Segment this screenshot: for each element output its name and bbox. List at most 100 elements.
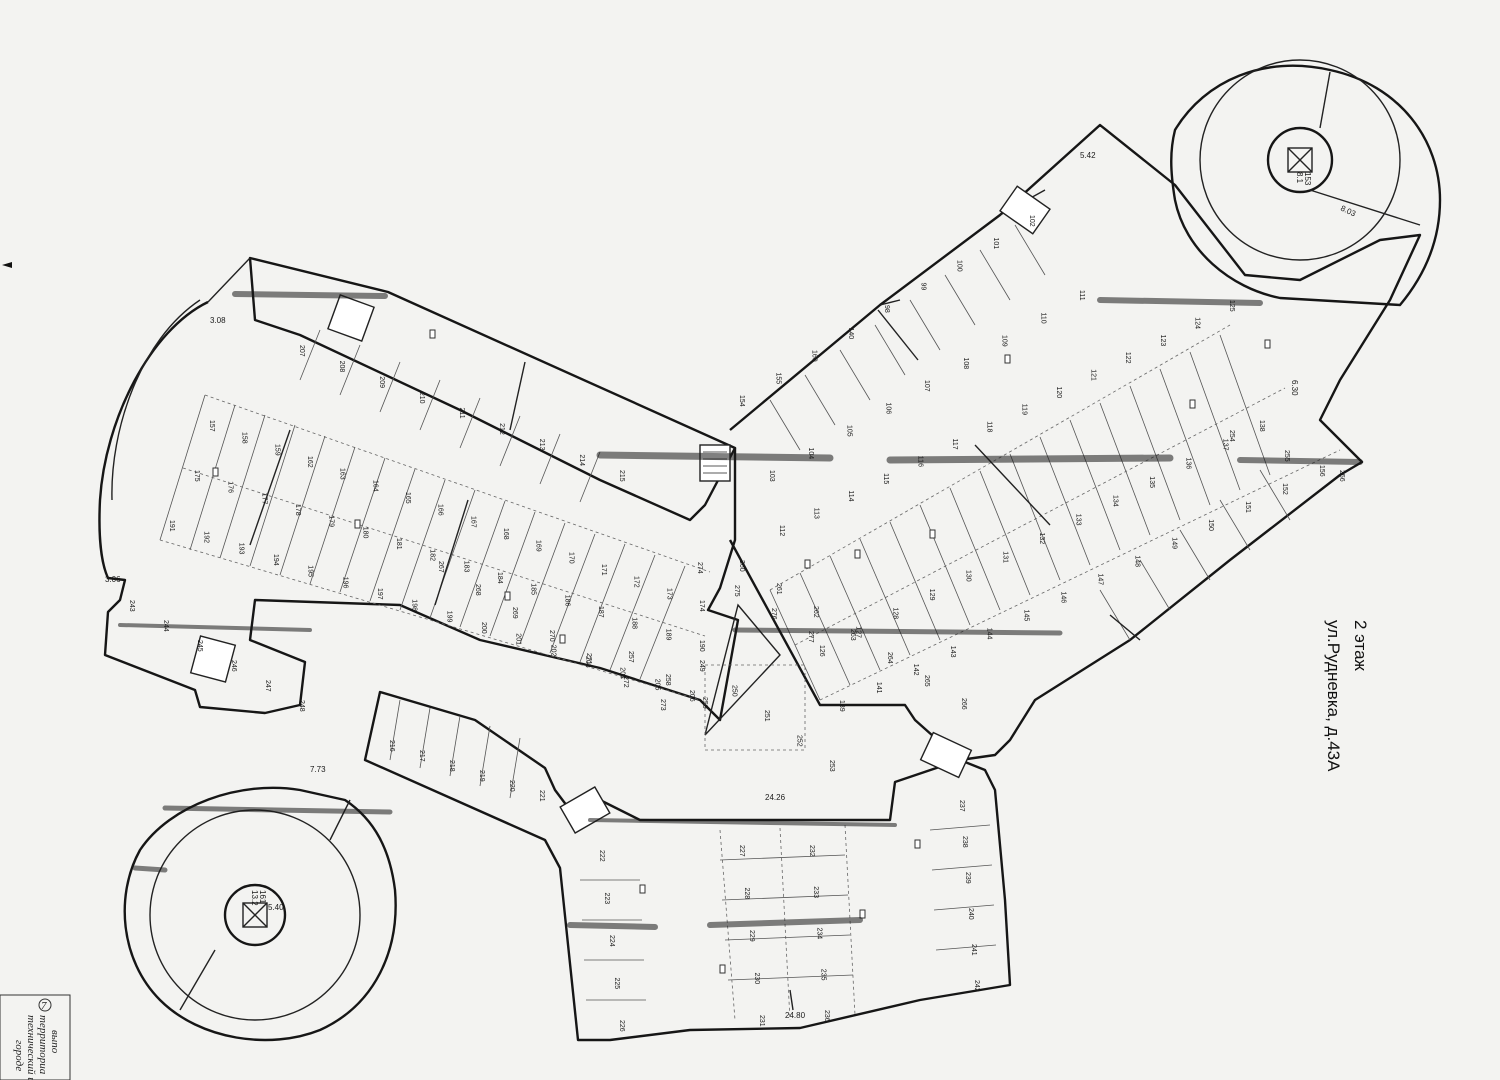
stall-number: 246 [230,660,237,672]
stall-number: 214 [578,454,585,466]
stall-number: 235 [819,969,826,981]
stall-number: 111 [1078,290,1085,301]
stall-number: 236 [823,1010,830,1022]
dimension-label: 8.03 [1339,204,1357,219]
stall-number: 208 [338,361,345,373]
stall-number: 237 [958,800,965,812]
stall-number: 200 [480,622,487,634]
stall-number: 233 [812,886,819,898]
address-title: ул.Рудневка, д.43А [1324,620,1343,772]
stall-number: 99 [919,283,926,291]
stall-number: 199 [445,611,452,623]
stall-number: 244 [162,620,169,632]
stall-grid-upper-right [769,224,1341,701]
stall-number: 118 [986,421,993,432]
stall-number: 108 [962,358,969,370]
stall-number: 119 [1020,404,1027,415]
stall-number: 268 [474,584,481,596]
stall-number: 270 [548,630,555,642]
stall-number: 275 [733,585,740,597]
stall-number: 209 [378,376,385,388]
stall-number: 253 [828,760,835,772]
stall-number: 230 [753,973,760,985]
stall-number: 128 [891,608,898,620]
ramp-right-number: 153 [1303,172,1312,186]
stall-number: 160 [811,350,818,362]
stall-number: 248 [298,700,305,712]
stall-grid-upper-left [159,329,711,701]
stall-number: 131 [1001,551,1008,563]
stall-number: 109 [1001,335,1008,347]
stall-number: 147 [1097,574,1104,586]
stall-number: 276 [770,608,777,620]
stall-number: 98 [883,305,890,313]
stall-number: 169 [535,540,542,552]
stall-number: 221 [538,790,545,802]
stall-number: 134 [1111,495,1118,507]
stall-number: 250 [731,685,738,697]
stall-number: 224 [608,935,615,947]
stall-number: 106 [884,403,891,415]
stall-number: 165 [404,492,411,504]
stall-number: 148 [1133,555,1140,567]
stall-number: 100 [956,260,963,272]
stall-number: 254 [1228,430,1235,442]
approval-stamp: 7 выпо территориа технический и городе [0,994,71,1080]
stall-number: 139 [838,700,845,712]
stall-number: 167 [469,516,476,528]
stall-number: 138 [1258,420,1265,432]
dimension-label: 6.30 [1290,380,1299,396]
stall-number: 171 [600,564,607,576]
stall-number: 223 [603,893,610,905]
stall-number: 102 [1028,215,1035,227]
stall-number: 222 [598,850,605,862]
stall-number: 243 [128,600,135,612]
stall-number: 143 [949,646,956,658]
stall-number: 180 [361,527,368,539]
stall-number: 193 [237,543,244,555]
dimension-labels: 24.26 24.80 8.03 7.73 3.08 3.06 5.42 6.3… [105,151,1358,1020]
stall-number: 116 [917,456,924,467]
stall-number: 115 [882,473,889,484]
pillars [212,329,1271,974]
stall-number: 272 [622,676,629,688]
stall-number: 103 [768,470,775,482]
stall-number: 203 [584,656,591,668]
stall-number: 247 [264,680,271,692]
dimension-label: 7.73 [310,765,326,774]
stall-number: 204 [619,667,626,679]
stall-number: 104 [807,448,814,460]
stall-number: 252 [796,735,803,747]
stall-number: 195 [307,565,314,577]
stairwells [189,185,1051,834]
stall-number: 238 [961,836,968,848]
stall-number: 137 [1221,439,1228,451]
stall-number: 273 [659,699,666,711]
stall-number: 101 [992,238,999,250]
stall-number: 146 [1060,592,1067,604]
stall-number: 110 [1039,313,1046,324]
stall-number: 267 [437,561,444,573]
dimension-label: 24.26 [765,793,786,802]
stall-number: 190 [698,640,705,652]
stall-number: 179 [328,515,335,527]
stamp-line: технический и [25,1015,37,1080]
stall-number: 172 [633,576,640,588]
stall-number: 189 [664,629,671,641]
stall-number: 263 [849,629,856,641]
plan-title: 2 этаж ул.Рудневка, д.43А [1324,620,1370,772]
stall-number: 168 [502,528,509,540]
ramp-labels: 153 8.1 161 13.2 [250,172,1312,906]
dimension-label: 5.40 [268,903,284,912]
stall-number: 113 [813,508,820,519]
stall-number: 121 [1090,369,1097,381]
ramp-left-number: 161 [258,890,267,904]
stall-number: 184 [496,572,503,584]
floor-title: 2 этаж [1351,620,1370,672]
upper-right-wing [728,123,1422,762]
stall-number: 133 [1075,514,1082,526]
stall-number: 262 [812,606,819,618]
stamp-line: городе [13,1040,25,1071]
stall-number: 149 [1170,537,1177,549]
